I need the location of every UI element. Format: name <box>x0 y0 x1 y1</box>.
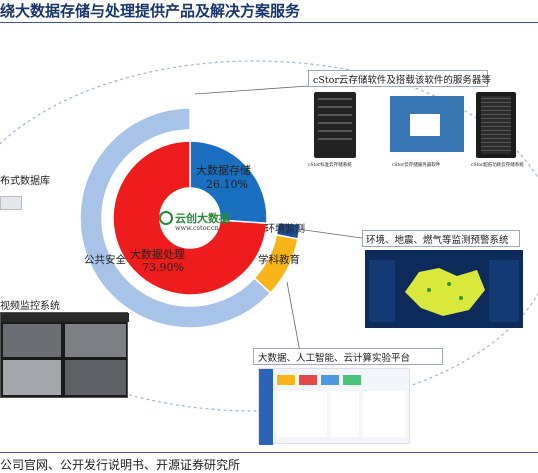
source-note: 公司官网、公开发行说明书、开源证券研究所 <box>0 458 241 472</box>
server-caption-2: cStor云存储服务器软件 <box>392 163 441 168</box>
video-wall-screenshot <box>0 312 129 398</box>
inner-value-processing: 73.90% <box>142 261 184 274</box>
inner-value-storage: 26.10% <box>206 178 248 191</box>
bigdata-callout-label: 大数据、人工智能、云计算实验平台 <box>258 353 411 364</box>
outer-label-education: 学科教育 <box>258 254 300 266</box>
env-callout-label: 环境、地震、燃气等监测预警系统 <box>366 235 509 246</box>
server-products: cStor标准云存储系统 cStor云存储服务器软件 cStor超低功耗云存储系… <box>308 90 524 174</box>
top-divider <box>0 22 538 23</box>
lab-platform-screenshot <box>258 368 410 445</box>
server-rack-image <box>314 92 356 158</box>
env-callout: 环境、地震、燃气等监测预警系统 <box>362 230 520 247</box>
bottom-divider <box>0 452 538 453</box>
page-title: 绕大数据存储与处理提供产品及解决方案服务 <box>0 2 301 20</box>
leader-server <box>194 85 309 95</box>
logo-icon <box>159 211 173 225</box>
distributed-db-label: 布式数据库 <box>0 176 50 187</box>
outer-label-environment: 环境监测 <box>265 224 305 235</box>
logo-text: 云创大数据 <box>175 212 230 225</box>
cstor-logo: 云创大数据 www.cstor.cn <box>157 209 230 235</box>
slice-security <box>79 107 272 329</box>
donut-hole <box>160 188 220 248</box>
server-callout: cStor云存储软件及搭载该软件的服务器等 <box>308 70 491 87</box>
dashed-orbit <box>0 60 538 412</box>
leader-bigdata <box>286 281 301 353</box>
env-dashboard-screenshot <box>365 250 523 328</box>
inner-label-storage: 大数据存储 <box>196 164 251 177</box>
low-power-server-image <box>476 92 516 158</box>
bigdata-callout: 大数据、人工智能、云计算实验平台 <box>253 348 443 365</box>
server-caption-1: cStor标准云存储系统 <box>308 163 352 168</box>
video-surveillance-label: 视频监控系统 <box>0 301 60 312</box>
db-server-image <box>0 196 22 210</box>
inner-label-processing: 大数据处理 <box>130 248 185 261</box>
server-callout-label: cStor云存储软件及搭载该软件的服务器等 <box>313 75 491 86</box>
server-caption-3: cStor超低功耗云存储系统 <box>471 163 524 168</box>
logo-url: www.cstor.cn <box>175 224 219 232</box>
outer-label-security: 公共安全 <box>84 254 126 266</box>
software-screenshot <box>390 96 464 152</box>
